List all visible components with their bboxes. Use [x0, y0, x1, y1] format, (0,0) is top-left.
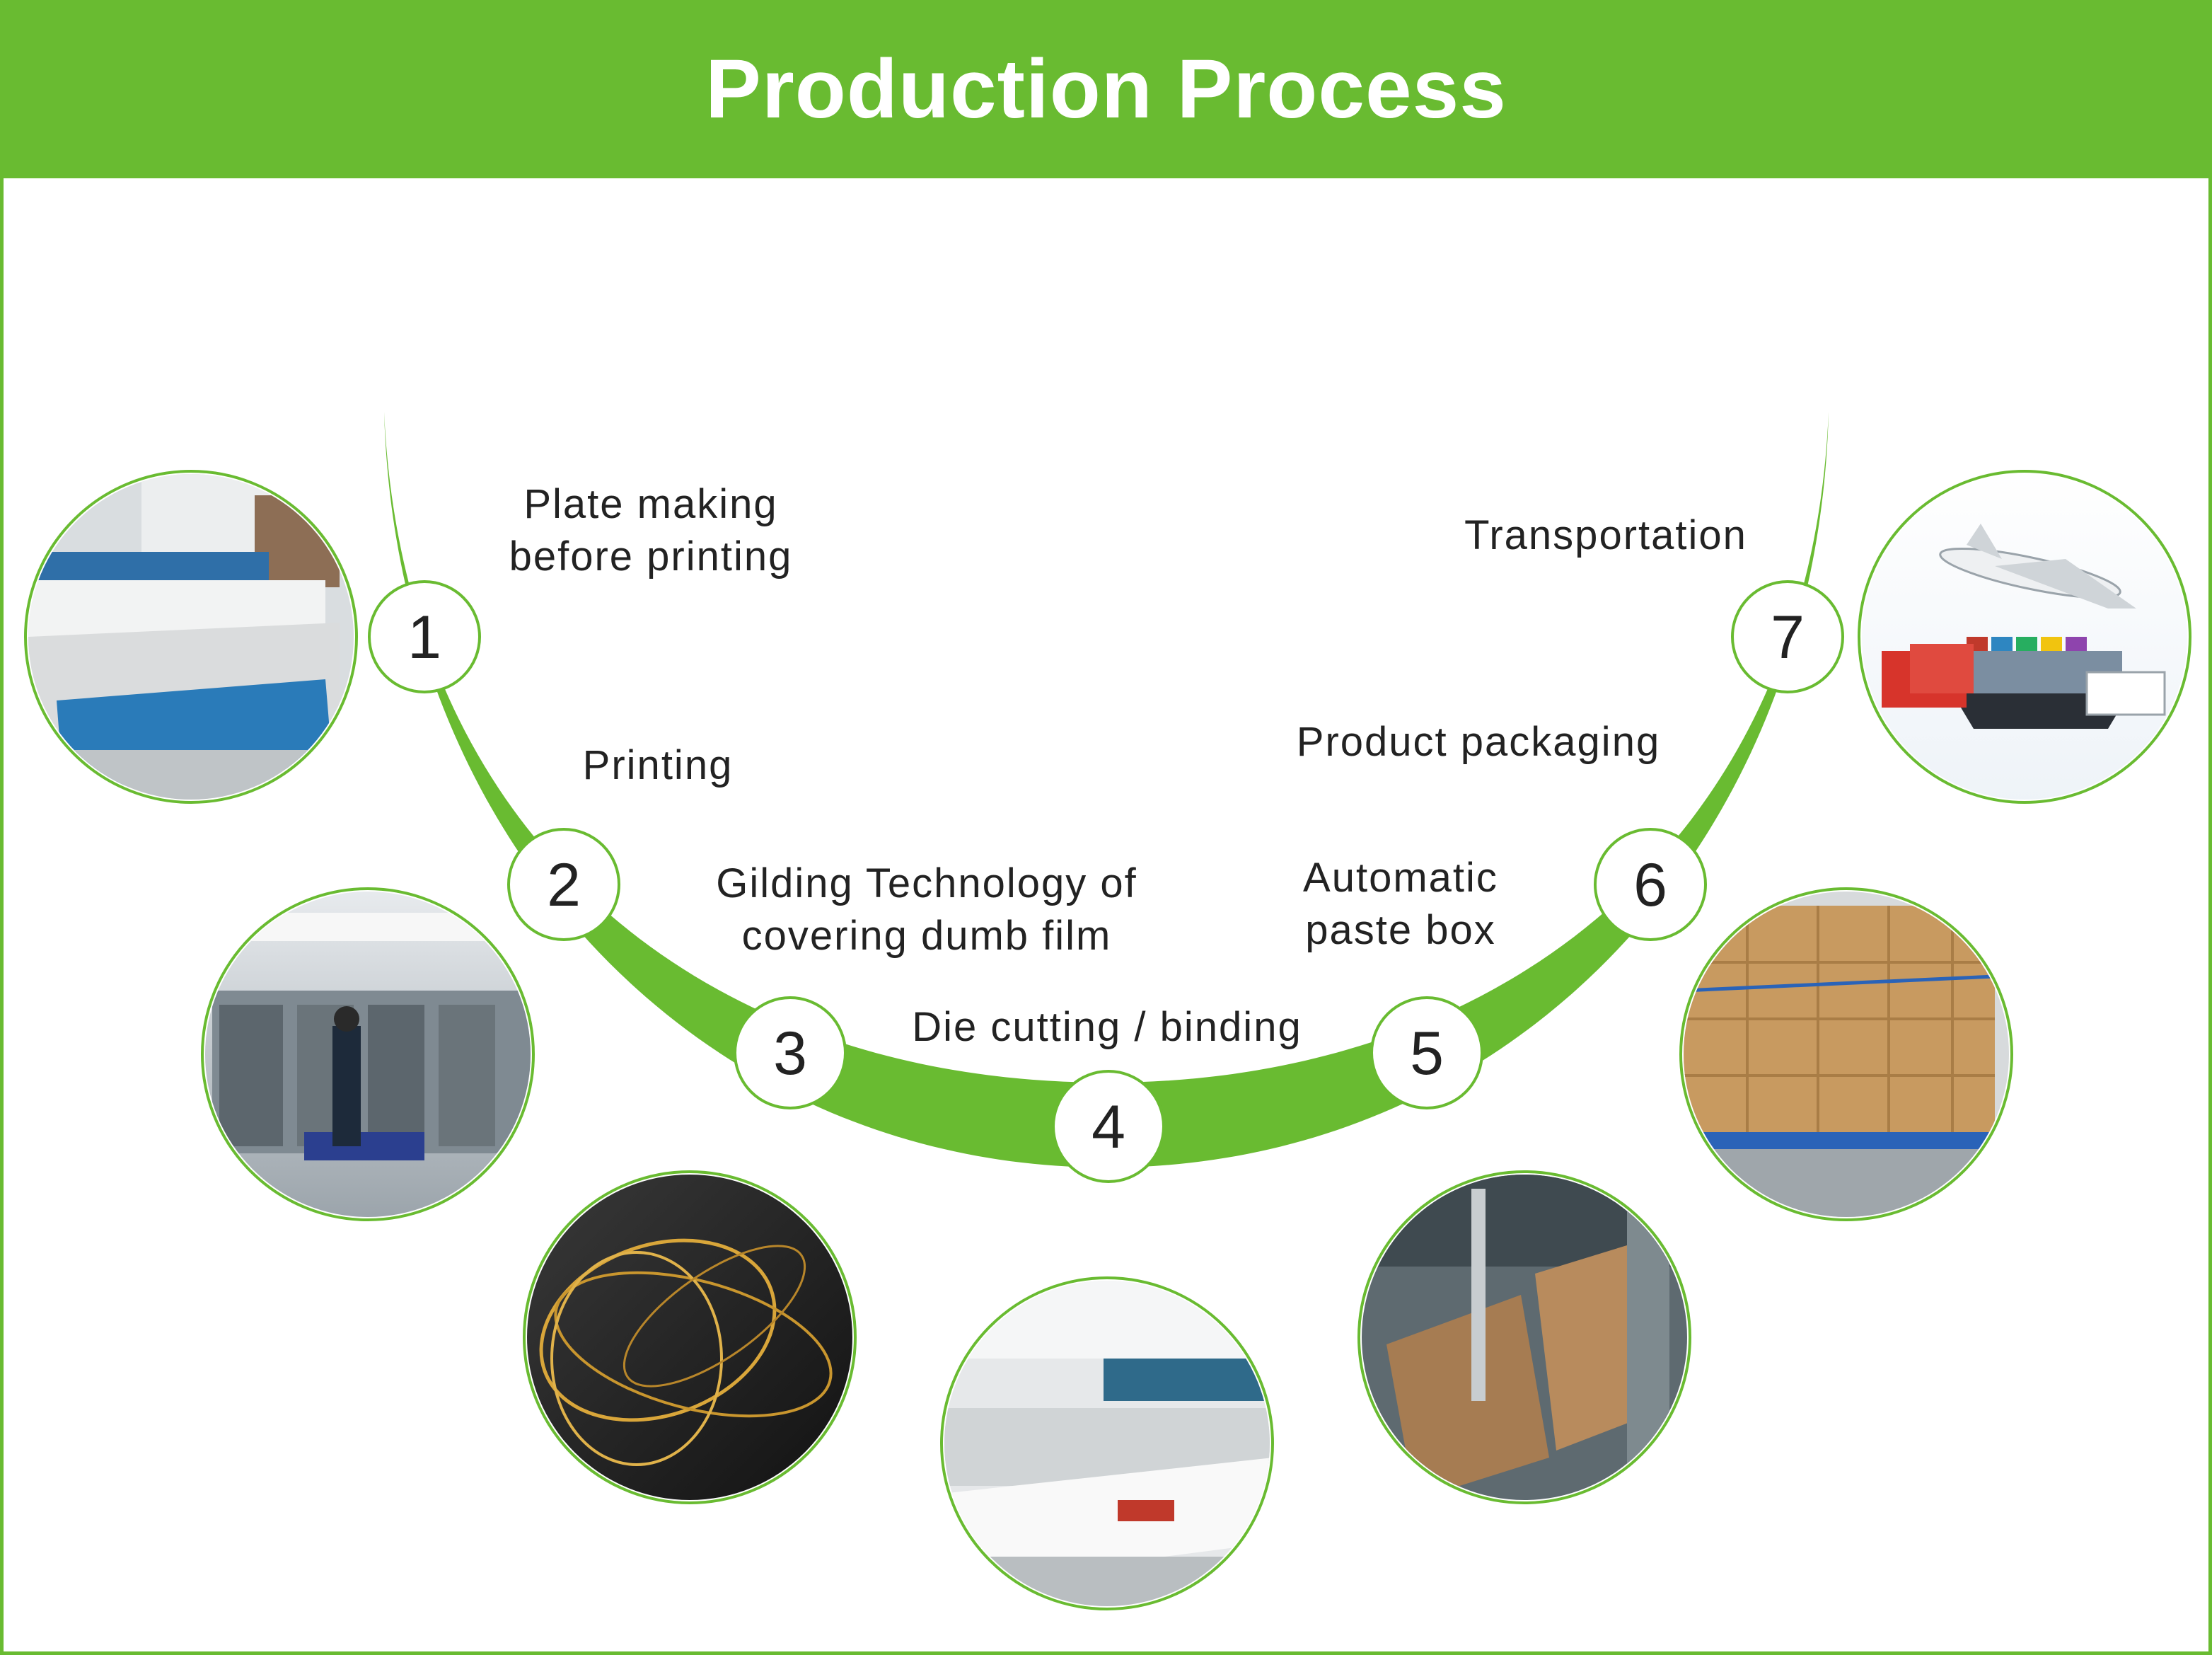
step-label-4: Die cutting / binding — [912, 1004, 1302, 1050]
step-badge-2: 2 — [507, 828, 620, 941]
step-badge-6: 6 — [1594, 828, 1707, 941]
photo-transportation — [1858, 470, 2191, 804]
step-badge-1: 1 — [368, 580, 481, 693]
step-label-5: Automatic paste box — [1303, 855, 1498, 953]
step-badge-5: 5 — [1370, 996, 1483, 1109]
step-number-1: 1 — [407, 604, 441, 671]
photo-die-cutting — [940, 1276, 1274, 1610]
step-badge-7: 7 — [1731, 580, 1844, 693]
step-number-2: 2 — [547, 851, 581, 919]
step-number-5: 5 — [1410, 1020, 1444, 1088]
photo-paste-box — [1357, 1170, 1691, 1504]
photo-gilding — [523, 1170, 857, 1504]
step-number-3: 3 — [773, 1020, 807, 1088]
page-title: Production Process — [705, 42, 1507, 136]
photo-plate-making — [24, 470, 358, 804]
step-number-6: 6 — [1633, 851, 1667, 919]
step-label-2: Printing — [582, 742, 734, 788]
step-label-6: Product packaging — [1296, 719, 1661, 765]
step-label-1: Plate making before printing — [509, 481, 793, 579]
step-label-3: Gilding Technology of covering dumb film — [716, 860, 1137, 959]
photo-printing-press — [201, 887, 535, 1221]
step-badge-4: 4 — [1052, 1070, 1165, 1183]
step-number-7: 7 — [1771, 604, 1805, 671]
header-bar — [0, 0, 2212, 178]
step-label-7: Transportation — [1464, 512, 1747, 558]
step-badge-3: 3 — [734, 996, 847, 1109]
photo-packaging — [1679, 887, 2013, 1221]
step-number-4: 4 — [1091, 1093, 1125, 1161]
